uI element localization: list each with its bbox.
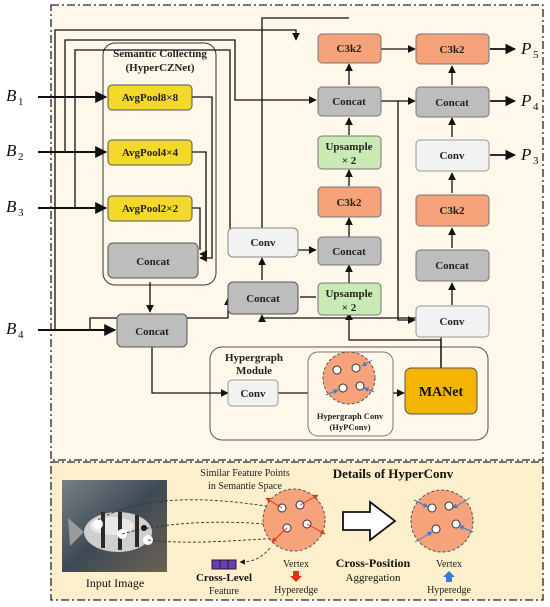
manet-block: MANet	[404, 367, 478, 415]
semantic-title-line1: Semantic Collecting	[113, 48, 207, 60]
similar-line2: in Semantie Space	[208, 481, 282, 492]
input-b1-main: B	[6, 86, 17, 105]
avgpool-8x8-label: AvgPool8×8	[122, 92, 179, 104]
cross-level-feature-icon	[211, 559, 237, 570]
input-b3: B 3	[6, 197, 24, 219]
input-b4: B 4	[6, 319, 24, 341]
output-p4: P 4	[520, 91, 539, 113]
output-p4-sub: 4	[533, 101, 539, 113]
left-hyperedge-graph	[262, 488, 326, 552]
hypconv-line2: (HyPConv)	[329, 422, 370, 432]
input-b2-main: B	[6, 141, 17, 160]
concat-low-block: Concat	[317, 236, 382, 266]
c3k2-right-mid-block: C3k2	[415, 194, 490, 227]
vertex-left-label: Vertex	[283, 559, 309, 570]
output-p3: P 3	[520, 145, 539, 167]
cross-position-line1: Cross-Position	[336, 556, 411, 570]
output-p5: P 5	[520, 39, 539, 61]
right-hyperedge-graph	[410, 489, 474, 553]
up-arrow-icon	[443, 571, 455, 582]
avgpool-2x2-label: AvgPool2×2	[122, 203, 179, 215]
semantic-title-line2: (HyperCZNet)	[125, 62, 194, 74]
hyperedge-left-label: Hyperedge	[274, 585, 318, 596]
hypergraph-conv-small-block: Conv	[227, 379, 279, 407]
input-b4-sub: 4	[18, 329, 24, 341]
concat-right-low-block: Concat	[415, 249, 490, 282]
similar-line1: Similar Feature Points	[200, 468, 290, 479]
input-image-label: Input Image	[86, 576, 144, 590]
hypergraph-conv-label: Conv	[240, 388, 266, 400]
upsample-1-line2: × 2	[342, 155, 357, 167]
semantic-concat-label: Concat	[136, 256, 170, 268]
concat-top-block: Concat	[317, 86, 382, 117]
c3k2-mid-label: C3k2	[336, 197, 362, 209]
manet-label: MANet	[419, 385, 464, 400]
input-b1-sub: 1	[18, 96, 24, 108]
input-b1: B 1	[6, 86, 24, 108]
input-b2-sub: 2	[18, 151, 24, 163]
conv-mid-label: Conv	[250, 237, 276, 249]
c3k2-top-label: C3k2	[336, 43, 362, 55]
upsample-2-line1: Upsample	[325, 288, 372, 300]
cross-level-line2: Feature	[209, 586, 240, 597]
conv-right-low-block: Conv	[415, 305, 490, 338]
c3k2-right-mid-label: C3k2	[439, 205, 465, 217]
input-b4-main: B	[6, 319, 17, 338]
vertex-right-label: Vertex	[436, 559, 462, 570]
hypergraph-title-line2: Module	[236, 365, 272, 377]
output-p5-sub: 5	[533, 49, 539, 61]
input-image	[62, 480, 167, 572]
avgpool-2x2-block: AvgPool2×2	[107, 195, 193, 222]
concat-top-label: Concat	[332, 96, 366, 108]
down-arrow-icon	[290, 571, 302, 582]
hypconv-block: Hypergraph Conv (HyPConv)	[307, 351, 394, 437]
c3k2-mid-block: C3k2	[317, 186, 382, 218]
conv-right-block: Conv	[415, 139, 490, 172]
hypconv-line1: Hypergraph Conv	[317, 411, 384, 421]
conv-right-label: Conv	[439, 150, 465, 162]
avgpool-4x4-label: AvgPool4×4	[122, 147, 179, 159]
transform-arrow	[342, 500, 397, 542]
concat-right-label: Concat	[435, 97, 469, 109]
concat-mid-label: Concat	[246, 293, 280, 305]
connectors	[38, 17, 517, 397]
avgpool-4x4-block: AvgPool4×4	[107, 139, 193, 166]
upsample-2-line2: × 2	[342, 302, 357, 314]
concat-b4-block: Concat	[116, 313, 188, 348]
output-p3-main: P	[520, 145, 531, 164]
c3k2-right-top-label: C3k2	[439, 44, 465, 56]
details-title: Details of HyperConv	[333, 466, 454, 481]
output-p4-main: P	[520, 91, 531, 110]
upsample-2-block: Upsample × 2	[317, 282, 382, 316]
input-b2: B 2	[6, 141, 24, 163]
c3k2-top-block: C3k2	[317, 33, 382, 64]
concat-low-label: Concat	[332, 246, 366, 258]
input-b3-sub: 3	[18, 207, 24, 219]
concat-right-block: Concat	[415, 86, 490, 118]
upsample-1-block: Upsample × 2	[317, 135, 382, 170]
c3k2-right-top-block: C3k2	[415, 33, 490, 65]
hyperedge-right-label: Hyperedge	[427, 585, 471, 596]
concat-right-low-label: Concat	[435, 260, 469, 272]
semantic-concat-block: Concat	[107, 242, 199, 279]
avgpool-8x8-block: AvgPool8×8	[107, 84, 193, 111]
concat-mid-block: Concat	[227, 281, 299, 315]
cross-level-line1: Cross-Level	[196, 572, 252, 584]
input-b3-main: B	[6, 197, 17, 216]
output-p3-sub: 3	[533, 155, 539, 167]
image-links	[97, 499, 283, 565]
concat-b4-label: Concat	[135, 326, 169, 338]
upsample-1-line1: Upsample	[325, 141, 372, 153]
hypergraph-title-line1: Hypergraph	[225, 352, 283, 364]
cross-position-line2: Aggregation	[346, 572, 401, 584]
conv-right-low-label: Conv	[439, 316, 465, 328]
output-p5-main: P	[520, 39, 531, 58]
conv-mid-block: Conv	[227, 227, 299, 258]
